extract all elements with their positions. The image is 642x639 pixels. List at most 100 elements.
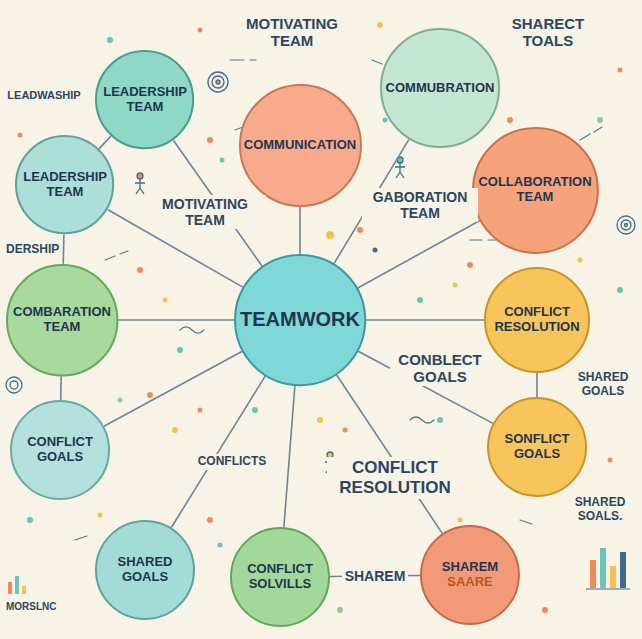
decor-mark xyxy=(600,548,606,588)
circle-text-group: COLLABORATION TEAM xyxy=(496,175,574,205)
circle-shape xyxy=(96,521,194,619)
decor-mark xyxy=(180,327,204,333)
decor-mark xyxy=(220,158,225,163)
node-label: COMMUBRATION xyxy=(386,81,495,96)
node-label: COMMUNICATION xyxy=(244,138,356,153)
decor-mark xyxy=(520,520,532,524)
decor-mark xyxy=(617,216,635,234)
node-label: CONFLICT RESOLUTION xyxy=(494,305,579,335)
free-label: LEADWASHIP xyxy=(4,88,83,103)
decor-mark xyxy=(458,518,463,523)
circle-shape xyxy=(473,128,598,253)
decor-mark xyxy=(317,417,323,423)
decor-mark xyxy=(507,117,513,123)
decor-mark xyxy=(137,173,143,179)
circle-shape xyxy=(235,255,365,385)
decor-mark xyxy=(107,37,113,43)
decor-mark xyxy=(617,287,623,293)
decor-mark xyxy=(135,179,145,194)
decor-mark xyxy=(417,297,423,303)
decor-mark xyxy=(437,417,443,423)
connector-line xyxy=(60,376,62,400)
circle-shape xyxy=(7,265,117,375)
node-label: SHARED GOALS xyxy=(106,555,184,585)
free-label: GABORATION TEAM xyxy=(362,188,478,222)
circle-shape xyxy=(381,29,499,147)
decor-mark xyxy=(470,239,496,240)
concept-circle: CONFLICT RESOLUTION xyxy=(484,267,590,373)
concept-circle: SHAREMSAARE xyxy=(420,525,520,625)
circle-shape xyxy=(421,526,519,624)
decor-mark xyxy=(252,407,258,413)
decor-mark xyxy=(207,517,213,523)
concept-circle: CONFLICT SOLVILLS xyxy=(230,527,330,627)
circle-text-group: LEADERSHIP TEAM xyxy=(108,85,182,115)
decor-mark xyxy=(208,72,228,92)
decor-mark xyxy=(453,283,458,288)
decor-mark xyxy=(6,377,22,393)
node-label: CONFLICT SOLVILLS xyxy=(241,562,319,592)
decor-mark xyxy=(373,248,378,253)
concept-circle: SHARED GOALS xyxy=(95,520,195,620)
circle-text-group: TEAMWORK xyxy=(251,308,349,331)
decor-mark xyxy=(357,227,363,233)
connector-line xyxy=(104,351,242,426)
connector-line xyxy=(284,386,295,527)
concept-circle: SONFLICT GOALS xyxy=(487,397,587,497)
circle-shape xyxy=(11,401,109,499)
decor-mark xyxy=(608,458,613,463)
free-label: DERSHIP xyxy=(3,242,62,258)
concept-circle: COLLABORATION TEAM xyxy=(472,127,599,254)
connector-line xyxy=(62,235,64,264)
connector-line xyxy=(299,206,301,253)
decor-mark xyxy=(137,267,143,273)
circle-shape xyxy=(485,268,589,372)
circle-text-group: COMMUBRATION xyxy=(400,81,481,96)
decor-mark xyxy=(105,251,128,260)
node-label: SONFLICT GOALS xyxy=(498,432,576,462)
free-label: CONFLICTS xyxy=(195,454,270,470)
concept-circle: COMBARATION TEAM xyxy=(6,264,118,376)
node-label: TEAMWORK xyxy=(240,308,360,331)
concept-circle: TEAMWORK xyxy=(234,254,366,386)
free-label: MORSLNC xyxy=(3,600,60,614)
decor-mark xyxy=(337,607,343,613)
free-label: SHARECT TOALS xyxy=(498,14,599,51)
decor-mark xyxy=(580,127,602,140)
circle-shape xyxy=(488,398,586,496)
node-label: SAARE xyxy=(447,575,493,590)
decor-mark xyxy=(326,231,334,239)
circle-shape xyxy=(231,528,329,626)
decor-mark xyxy=(542,607,548,613)
circle-text-group: CONFLICT SOLVILLS xyxy=(241,562,319,592)
connector-line xyxy=(358,221,480,288)
concept-circle: LEADERSHIP TEAM xyxy=(95,50,194,149)
decor-mark xyxy=(578,258,583,263)
circle-shape xyxy=(96,51,193,148)
decor-mark xyxy=(218,543,223,548)
free-label: SHARED GOALS xyxy=(568,370,639,400)
decor-mark xyxy=(147,392,153,398)
free-label: SHARED SOALS. xyxy=(562,495,638,525)
circle-shape xyxy=(240,85,361,206)
node-label: CONFLICT GOALS xyxy=(21,435,99,465)
decor-mark xyxy=(207,137,213,143)
decor-mark xyxy=(198,28,203,33)
node-label: COMBARATION TEAM xyxy=(13,305,111,335)
decor-mark xyxy=(377,22,383,28)
connector-line xyxy=(99,136,111,149)
circle-text-group: SHAREMSAARE xyxy=(442,560,498,590)
circle-shape xyxy=(16,136,113,233)
circle-text-group: SONFLICT GOALS xyxy=(498,432,576,462)
decor-mark xyxy=(18,133,23,138)
circle-text-group: SHARED GOALS xyxy=(106,555,184,585)
decor-mark xyxy=(395,163,405,178)
decor-mark xyxy=(212,76,224,88)
decor-mark xyxy=(618,68,623,73)
decor-mark xyxy=(118,398,123,403)
concept-circle: LEADERSHIP TEAM xyxy=(15,135,114,234)
free-label: CONFLICT RESOLUTION xyxy=(327,457,463,498)
decor-mark xyxy=(172,427,178,433)
decor-mark xyxy=(27,517,33,523)
